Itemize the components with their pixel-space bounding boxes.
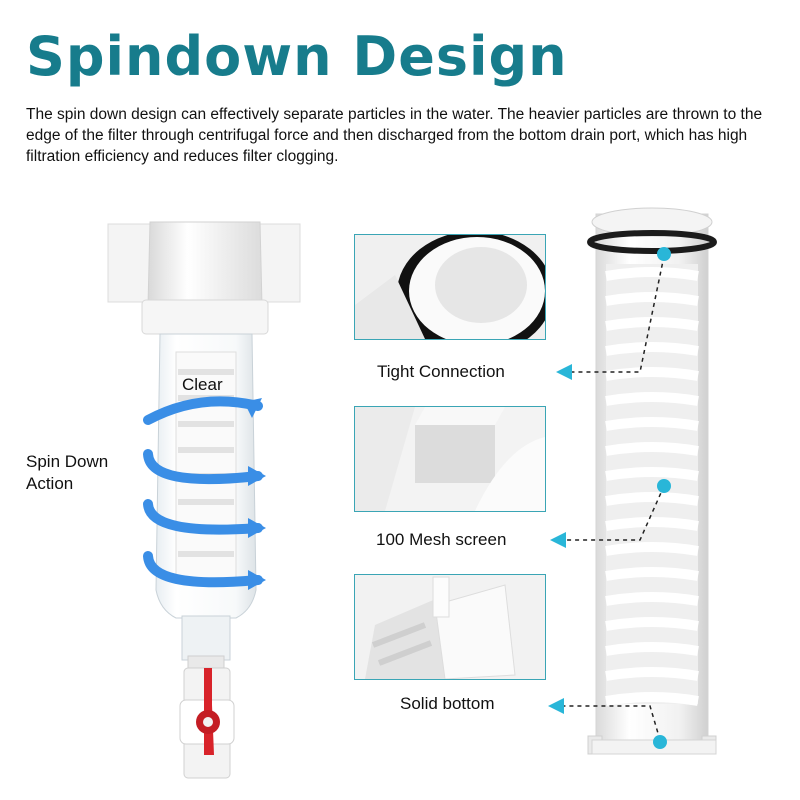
connector-mesh-screen bbox=[566, 485, 665, 541]
spin-arrow-2 bbox=[143, 449, 263, 485]
callout-arrow-tight-connection bbox=[556, 364, 572, 380]
cartridge-rib bbox=[605, 467, 699, 481]
cartridge-rib bbox=[605, 542, 699, 556]
callout-dot-tight-connection bbox=[657, 247, 671, 261]
cartridge-rib bbox=[605, 292, 699, 306]
cartridge-rib bbox=[605, 317, 699, 331]
detail-label-mesh-screen: 100 Mesh screen bbox=[376, 530, 507, 549]
cartridge-rib bbox=[605, 567, 699, 581]
cartridge-rib bbox=[605, 417, 699, 431]
callout-arrow-mesh-screen bbox=[550, 532, 566, 548]
page-title: Spindown Design bbox=[26, 25, 568, 88]
cartridge-rib bbox=[605, 442, 699, 456]
connector-solid-bottom bbox=[562, 705, 661, 741]
callout-dot-solid-bottom bbox=[653, 735, 667, 749]
cartridge-rib bbox=[605, 617, 699, 631]
spin-arrow-3 bbox=[143, 499, 263, 535]
cartridge-rib bbox=[605, 692, 699, 706]
description-text: The spin down design can effectively sep… bbox=[26, 106, 763, 165]
cartridge-rib bbox=[605, 367, 699, 381]
cartridge-rib bbox=[605, 392, 699, 406]
cartridge-rib bbox=[605, 492, 699, 506]
cartridge-rib bbox=[605, 267, 699, 281]
cartridge-rib bbox=[605, 592, 699, 606]
detail-image-tight-connection bbox=[354, 234, 546, 340]
detail-label-solid-bottom: Solid bottom bbox=[400, 694, 495, 713]
detail-label-tight-connection: Tight Connection bbox=[377, 362, 505, 381]
clear-label: Clear bbox=[182, 375, 223, 394]
cartridge-rib bbox=[605, 342, 699, 356]
callout-arrow-solid-bottom bbox=[548, 698, 564, 714]
cartridge-rib bbox=[605, 517, 699, 531]
cartridge-rib bbox=[605, 642, 699, 656]
cartridge-rib bbox=[605, 667, 699, 681]
callout-dot-mesh-screen bbox=[657, 479, 671, 493]
spin-arrow-4 bbox=[143, 551, 263, 588]
detail-image-mesh-screen bbox=[354, 406, 546, 512]
spin-down-label: Spin Down Action bbox=[26, 452, 109, 493]
detail-image-solid-bottom bbox=[354, 574, 546, 680]
connector-tight-connection bbox=[570, 255, 665, 373]
